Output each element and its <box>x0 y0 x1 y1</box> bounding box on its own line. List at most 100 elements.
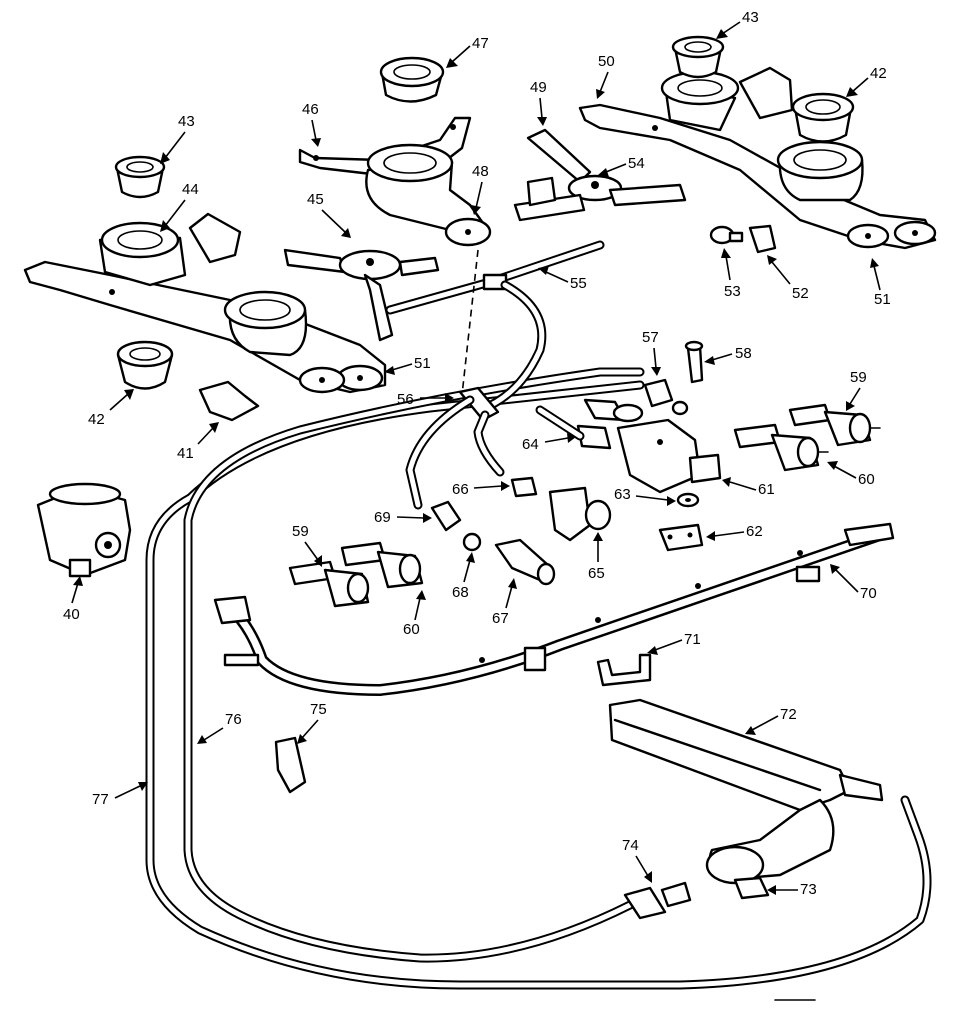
burner-cap-43-right <box>671 35 725 79</box>
callout-label: 40 <box>63 606 80 623</box>
callout-65: 65 <box>588 532 605 582</box>
callout-77: 77 <box>92 782 148 808</box>
burner-cap-42-left <box>116 340 174 390</box>
callout-label: 77 <box>92 791 109 808</box>
callout-label: 60 <box>403 621 420 638</box>
callout-71: 71 <box>647 631 701 655</box>
callout-52: 52 <box>767 255 809 302</box>
callout-label: 44 <box>182 181 199 198</box>
callout-label: 68 <box>452 584 469 601</box>
burner-cap-43-left <box>114 155 166 199</box>
callout-67: 67 <box>492 578 517 627</box>
washer-63 <box>676 492 700 508</box>
callout-69: 69 <box>374 509 432 526</box>
orifice-73 <box>733 876 770 900</box>
bolt-58 <box>684 340 704 384</box>
callout-72: 72 <box>745 706 797 735</box>
bracket-71 <box>596 653 652 687</box>
callout-59-right: 59 <box>846 369 867 411</box>
valve-stem-64 <box>535 405 612 450</box>
callout-label: 42 <box>88 411 105 428</box>
burner-valve-60-right <box>733 423 829 472</box>
valve-body-61 <box>583 398 722 494</box>
callout-label: 74 <box>622 837 639 854</box>
callout-label: 60 <box>858 471 875 488</box>
callout-label: 49 <box>530 79 547 96</box>
callout-75: 75 <box>297 701 327 744</box>
callout-label: 65 <box>588 565 605 582</box>
callout-label: 61 <box>758 481 775 498</box>
oven-burner-72 <box>608 698 884 885</box>
callout-label: 58 <box>735 345 752 362</box>
valve-67 <box>494 538 556 586</box>
callout-68: 68 <box>452 552 475 601</box>
callout-label: 67 <box>492 610 509 627</box>
callout-label: 54 <box>628 155 645 172</box>
callout-label: 53 <box>724 283 741 300</box>
callout-label: 76 <box>225 711 242 728</box>
alignment-dashed-line <box>461 249 479 396</box>
callout-46: 46 <box>302 101 321 147</box>
fitting-56 <box>405 386 505 510</box>
bracket-41 <box>198 380 260 422</box>
callout-74: 74 <box>622 837 652 883</box>
callout-label: 43 <box>742 9 759 26</box>
callout-label: 45 <box>307 191 324 208</box>
callout-42-left: 42 <box>88 389 134 428</box>
callout-64: 64 <box>522 433 576 453</box>
callout-label: 71 <box>684 631 701 648</box>
callout-label: 69 <box>374 509 391 526</box>
burner-cap-47 <box>379 56 445 103</box>
callout-label: 59 <box>292 523 309 540</box>
callout-label: 43 <box>178 113 195 130</box>
orifice-holder-45 <box>283 248 440 342</box>
burner-base-48 <box>365 143 492 247</box>
callout-70: 70 <box>830 564 877 602</box>
callout-49: 49 <box>530 79 547 126</box>
callout-55: 55 <box>538 266 587 292</box>
callout-56: 56 <box>397 391 454 408</box>
valve-65 <box>548 486 612 542</box>
callout-label: 63 <box>614 486 631 503</box>
callout-59-left: 59 <box>292 523 322 567</box>
callout-57: 57 <box>642 329 661 376</box>
burner-valve-59-left <box>288 560 370 608</box>
callout-label: 47 <box>472 35 489 52</box>
burner-valve-60-left <box>340 541 424 589</box>
callout-54: 54 <box>598 155 645 177</box>
callout-label: 55 <box>570 275 587 292</box>
callout-50: 50 <box>596 53 615 99</box>
callout-51-left: 51 <box>384 355 431 375</box>
callout-76: 76 <box>197 711 242 744</box>
callout-53: 53 <box>721 248 741 300</box>
callout-label: 56 <box>397 391 414 408</box>
callout-label: 51 <box>414 355 431 372</box>
callout-58: 58 <box>704 345 752 365</box>
callout-label: 48 <box>472 163 489 180</box>
callout-label: 75 <box>310 701 327 718</box>
callout-label: 66 <box>452 481 469 498</box>
callout-label: 41 <box>177 445 194 462</box>
callout-51-right: 51 <box>870 258 891 308</box>
callout-label: 51 <box>874 291 891 308</box>
burner-cap-42-right <box>791 92 855 143</box>
burner-bracket-44 <box>23 212 387 394</box>
nut-57 <box>643 378 689 416</box>
clip-75 <box>274 736 307 794</box>
nut-69 <box>430 500 462 532</box>
callout-60-left: 60 <box>403 590 426 638</box>
clip-52 <box>748 224 777 254</box>
callout-label: 42 <box>870 65 887 82</box>
callout-label: 52 <box>792 285 809 302</box>
pressure-regulator-40 <box>36 482 132 578</box>
burner-tube-55 <box>385 240 605 415</box>
burner-bracket-50 <box>578 66 937 250</box>
callout-61: 61 <box>722 477 775 498</box>
callout-40: 40 <box>63 576 83 623</box>
callout-63: 63 <box>614 486 676 506</box>
callout-47: 47 <box>446 35 489 68</box>
plate-62 <box>658 523 704 552</box>
callout-label: 72 <box>780 706 797 723</box>
